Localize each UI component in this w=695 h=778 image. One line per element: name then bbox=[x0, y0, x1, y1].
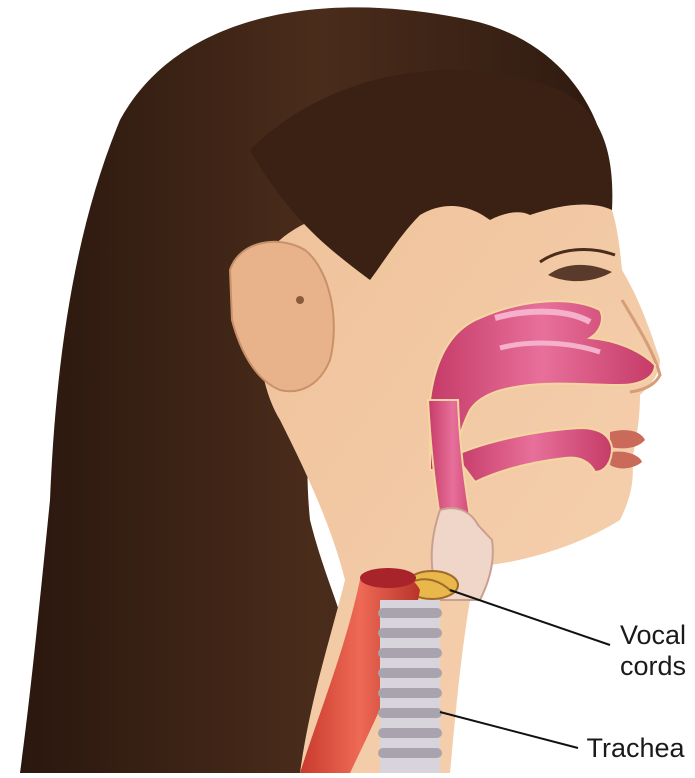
trachea-leader-line bbox=[440, 712, 578, 748]
trachea bbox=[378, 600, 442, 773]
vocal-cords-leader-line bbox=[450, 590, 610, 645]
trachea-label: Trachea bbox=[578, 733, 693, 764]
vocal-cords-label-line1: Vocal bbox=[611, 620, 695, 651]
vocal-cords-label-line2: cords bbox=[611, 651, 695, 682]
vocal-cords-label: Vocal cords bbox=[611, 620, 695, 682]
